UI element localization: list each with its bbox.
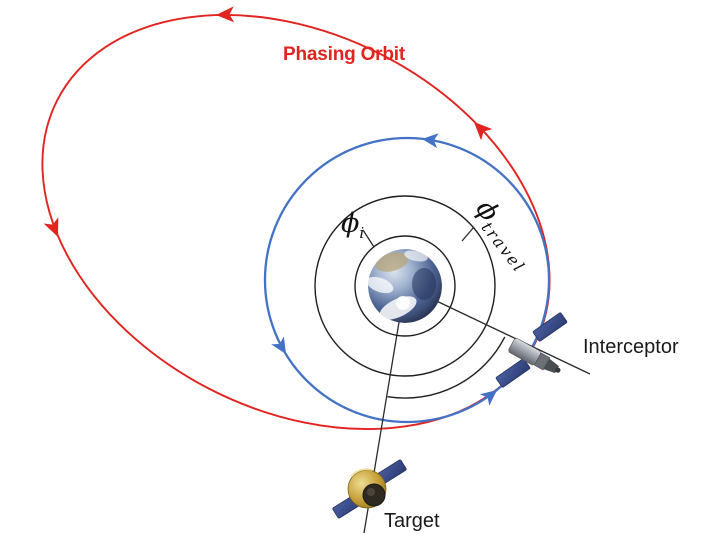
target-satellite-icon xyxy=(332,459,407,519)
earth-icon xyxy=(368,249,442,323)
interceptor-label: Interceptor xyxy=(583,336,679,358)
target-label: Target xyxy=(384,510,440,532)
circular-orbit-circle xyxy=(263,136,551,424)
inner-reference-circle xyxy=(354,235,456,337)
phi-travel-tick xyxy=(461,226,475,242)
phi-i-label: ϕi xyxy=(341,208,364,242)
interceptor-satellite-icon xyxy=(495,312,568,388)
phase-angle-arc xyxy=(387,336,506,399)
phasing-orbit-label: Phasing Orbit xyxy=(283,44,406,65)
phi-i-tick xyxy=(362,229,375,248)
outer-reference-circle xyxy=(314,195,496,377)
